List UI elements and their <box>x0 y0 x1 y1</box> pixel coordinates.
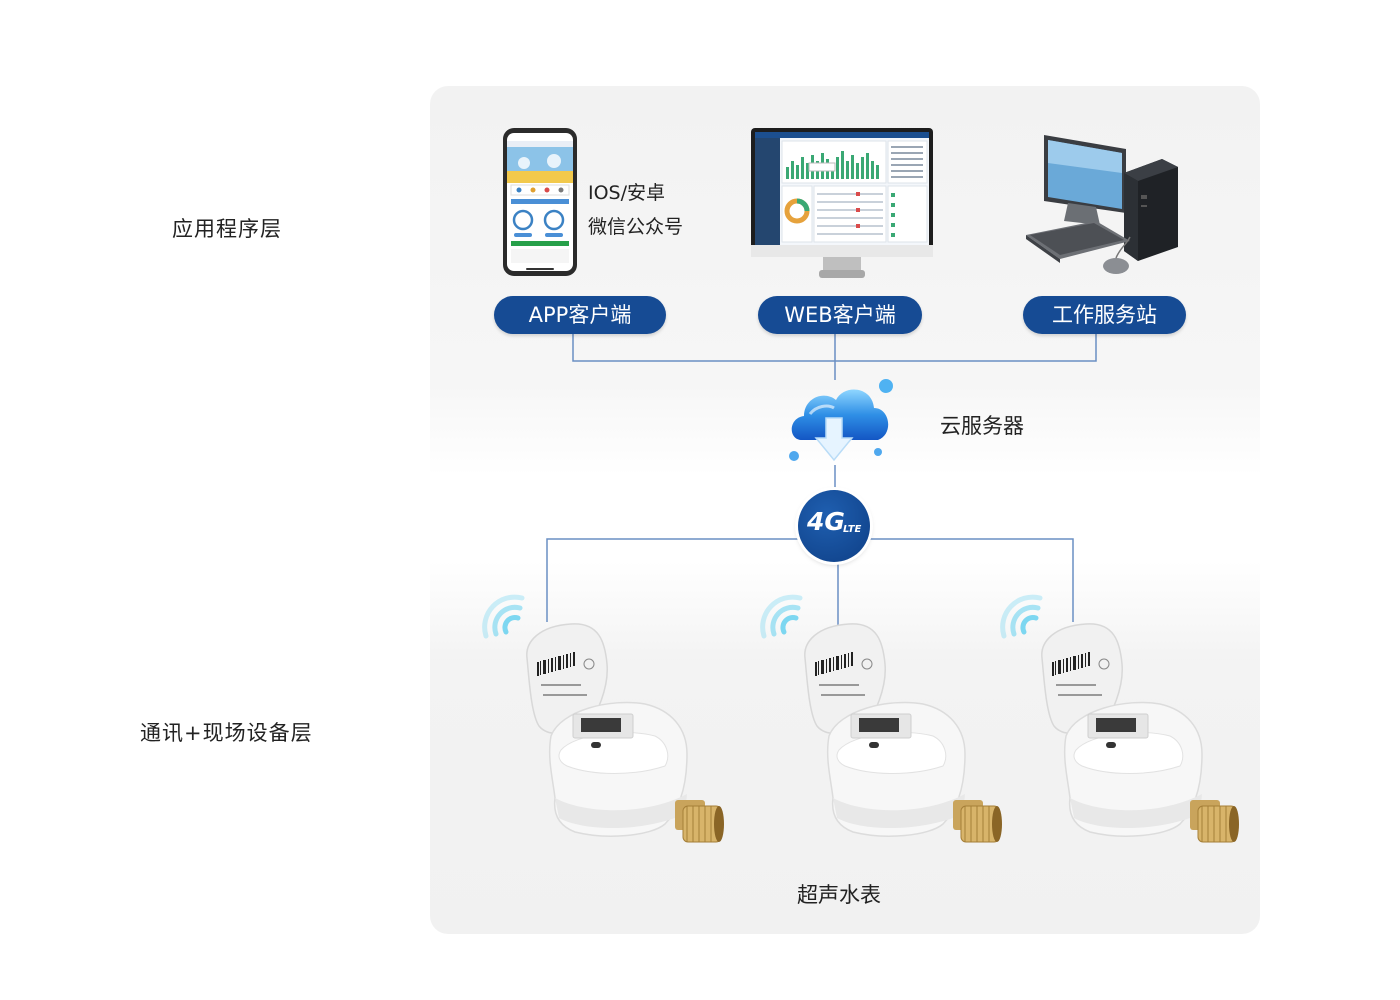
platform-os-text: IOS/安卓 <box>588 182 666 204</box>
application-layer-label: 应用程序层 <box>172 217 282 241</box>
workstation-pill: 工作服务站 <box>1023 296 1186 334</box>
wireless-signal-icon <box>482 594 525 639</box>
monitor-icon <box>751 128 933 278</box>
lte-sub-text: LTE <box>843 524 862 535</box>
lte-main-text: 4G <box>807 507 845 536</box>
ultrasonic-water-meter-icon <box>804 623 1002 843</box>
lte-icon: 4G LTE <box>798 490 870 562</box>
wireless-signal-icon <box>1000 594 1043 639</box>
wireless-signal-icon <box>760 594 803 639</box>
cloud-server-icon <box>789 379 893 462</box>
web-client-pill: WEB客户端 <box>758 296 922 334</box>
ultrasonic-water-meter-icon <box>1041 623 1239 843</box>
ultrasonic-water-meter-icon <box>526 623 724 843</box>
smartphone-icon <box>503 128 577 276</box>
communication-layer-label: 通讯+现场设备层 <box>140 721 313 745</box>
platform-wechat-text: 微信公众号 <box>588 216 684 238</box>
water-meter-label: 超声水表 <box>797 883 881 907</box>
app-client-pill: APP客户端 <box>494 296 666 334</box>
desktop-pc-icon <box>1026 135 1178 274</box>
cloud-server-label: 云服务器 <box>940 414 1024 438</box>
